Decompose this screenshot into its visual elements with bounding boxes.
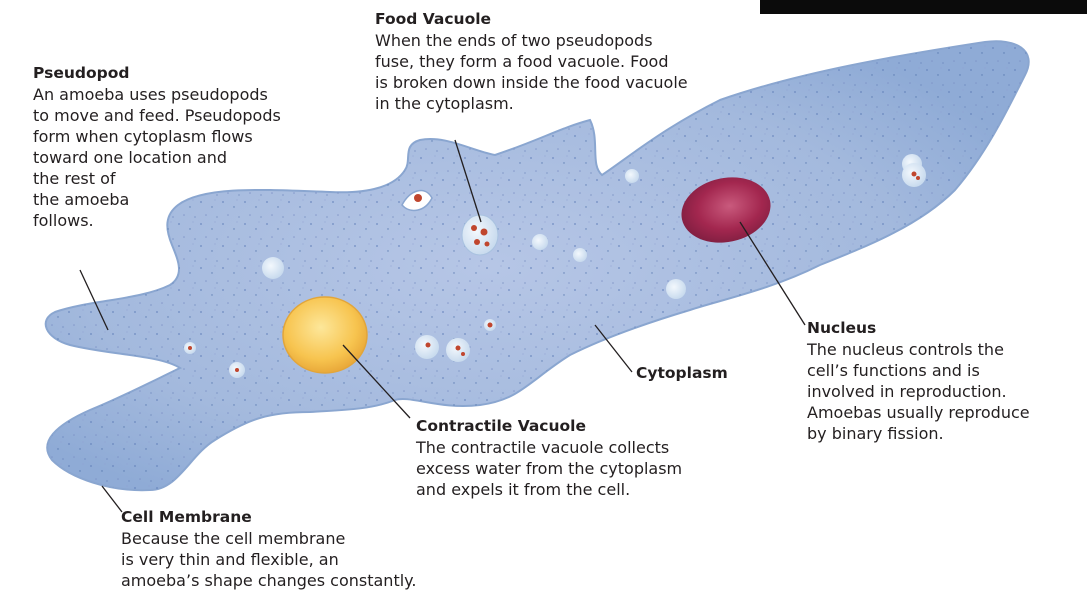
pseudopod-text: An amoeba uses pseudopods to move and fe… (33, 84, 281, 231)
pseudopod-label: Pseudopod An amoeba uses pseudopods to m… (33, 63, 281, 231)
food-vacuole-label: Food Vacuole When the ends of two pseudo… (375, 9, 688, 114)
nucleus-title: Nucleus (807, 318, 1030, 339)
nucleus-text: The nucleus controls the cell’s function… (807, 339, 1030, 444)
leader-cell-membrane (102, 486, 122, 512)
contractile-vacuole-label: Contractile Vacuole The contractile vacu… (416, 416, 682, 500)
food-vacuole-title: Food Vacuole (375, 9, 688, 30)
pseudopod-title: Pseudopod (33, 63, 281, 84)
contractile-vacuole-title: Contractile Vacuole (416, 416, 682, 437)
food-vacuole (462, 215, 498, 255)
food-vacuole-text: When the ends of two pseudopods fuse, th… (375, 30, 688, 114)
contractile-vacuole-text: The contractile vacuole collects excess … (416, 437, 682, 500)
cell-membrane-text: Because the cell membrane is very thin a… (121, 528, 416, 591)
cytoplasm-label: Cytoplasm (636, 363, 728, 384)
food-particle (414, 194, 422, 202)
contractile-vacuole (283, 297, 367, 373)
cell-membrane-label: Cell Membrane Because the cell membrane … (121, 507, 416, 591)
nucleus-label: Nucleus The nucleus controls the cell’s … (807, 318, 1030, 444)
cell-membrane-title: Cell Membrane (121, 507, 416, 528)
cytoplasm-title: Cytoplasm (636, 363, 728, 384)
